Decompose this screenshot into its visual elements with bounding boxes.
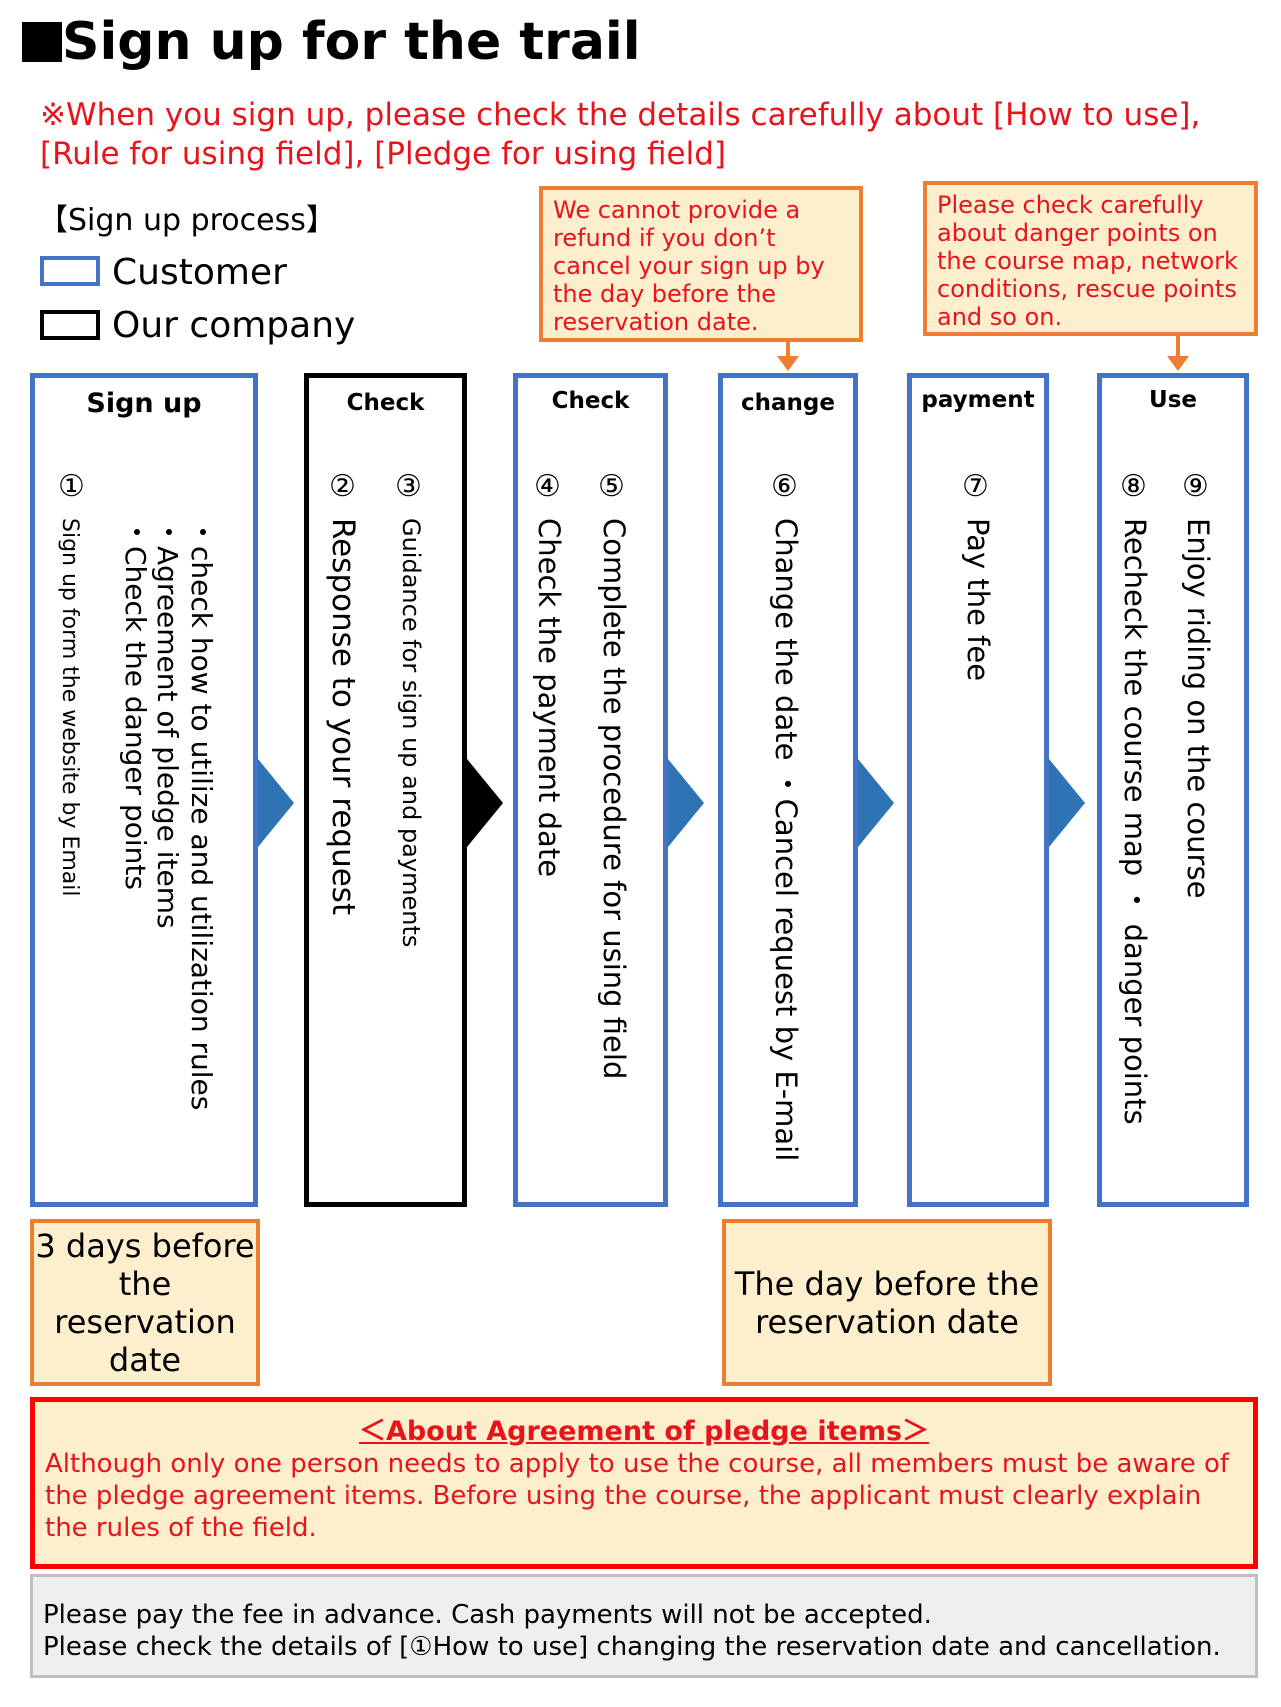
step-check-company: Check ② ③ Response to your request Guida… bbox=[304, 373, 467, 1207]
step-number-9: ⑨ bbox=[1182, 469, 1209, 504]
flow-arrow-icon bbox=[258, 759, 294, 847]
pledge-agreement-title: ＜About Agreement of pledge items＞ bbox=[358, 1416, 930, 1447]
step-change: change ⑥ Change the date ・Cancel request… bbox=[718, 373, 858, 1207]
step-payment: payment ⑦ Pay the fee bbox=[907, 373, 1049, 1207]
flow-arrow-icon bbox=[467, 759, 503, 847]
step-3-text: Guidance for sign up and payments bbox=[397, 518, 425, 948]
step-number-1: ① bbox=[58, 469, 85, 504]
step-8-text: Recheck the course map ・ danger points bbox=[1118, 518, 1152, 1125]
danger-callout-arrow-icon bbox=[1167, 336, 1189, 371]
step-number-7: ⑦ bbox=[962, 469, 989, 504]
signup-notice: ※When you sign up, please check the deta… bbox=[40, 97, 1201, 172]
step-number-5: ⑤ bbox=[598, 469, 625, 504]
step-9-text: Enjoy riding on the course bbox=[1181, 518, 1215, 899]
legend-title: 【Sign up process】 bbox=[38, 203, 336, 238]
step-check-customer-title: Check bbox=[551, 388, 630, 414]
signup-bullet-danger: ・Check the danger points bbox=[119, 518, 152, 890]
refund-callout-arrow-icon bbox=[777, 342, 799, 371]
step-2-text: Response to your request bbox=[325, 518, 361, 916]
page-title: Sign up for the trail bbox=[62, 12, 641, 72]
danger-callout: Please check carefully about danger poin… bbox=[923, 181, 1258, 336]
step-change-title: change bbox=[741, 390, 835, 416]
payment-note-box: Please pay the fee in advance. Cash paym… bbox=[30, 1574, 1258, 1678]
title-square-icon bbox=[22, 22, 62, 62]
flow-arrow-icon bbox=[1049, 759, 1085, 847]
step-payment-title: payment bbox=[921, 387, 1035, 413]
timing-day-before: The day before the reservation date bbox=[722, 1219, 1052, 1386]
step-5-text: Complete the procedure for using field bbox=[597, 518, 631, 1080]
step-use: Use ⑧ ⑨ Recheck the course map ・ danger … bbox=[1097, 373, 1249, 1207]
step-number-3: ③ bbox=[395, 469, 422, 504]
timing-three-days: 3 days before the reservation date bbox=[30, 1219, 260, 1386]
signup-bullet-pledge: ・Agreement of pledge items bbox=[151, 518, 184, 929]
step-number-4: ④ bbox=[534, 469, 561, 504]
flow-arrow-icon bbox=[668, 759, 704, 847]
legend-customer-swatch bbox=[40, 256, 100, 286]
legend-company-label: Our company bbox=[112, 305, 356, 346]
pledge-agreement-body: Although only one person needs to apply … bbox=[45, 1449, 1230, 1543]
step-check-customer: Check ④ ⑤ Check the payment date Complet… bbox=[513, 373, 668, 1207]
payment-note-line-2: Please check the details of [①How to use… bbox=[43, 1632, 1221, 1662]
legend-company-swatch bbox=[40, 310, 100, 340]
step-6-text: Change the date ・Cancel request by E-mai… bbox=[769, 518, 803, 1162]
step-signup-title: Sign up bbox=[86, 388, 202, 419]
step-use-title: Use bbox=[1149, 387, 1197, 413]
signup-bullet-rules: ・check how to utilize and utilization ru… bbox=[185, 518, 218, 1111]
refund-callout: We cannot provide a refund if you don’t … bbox=[539, 186, 863, 342]
flow-arrow-icon bbox=[858, 759, 894, 847]
pledge-agreement-box: ＜About Agreement of pledge items＞ Althou… bbox=[30, 1397, 1258, 1569]
step-number-6: ⑥ bbox=[771, 469, 798, 504]
legend-customer-label: Customer bbox=[112, 252, 287, 293]
step-number-2: ② bbox=[329, 469, 356, 504]
step-7-text: Pay the fee bbox=[961, 518, 995, 682]
step-1-text: Sign up form the website by Email bbox=[57, 518, 82, 897]
payment-note-line-1: Please pay the fee in advance. Cash paym… bbox=[43, 1600, 932, 1630]
step-signup: Sign up ① Sign up form the website by Em… bbox=[30, 373, 258, 1207]
step-number-8: ⑧ bbox=[1120, 469, 1147, 504]
step-check-company-title: Check bbox=[346, 390, 425, 416]
step-4-text: Check the payment date bbox=[532, 518, 566, 878]
